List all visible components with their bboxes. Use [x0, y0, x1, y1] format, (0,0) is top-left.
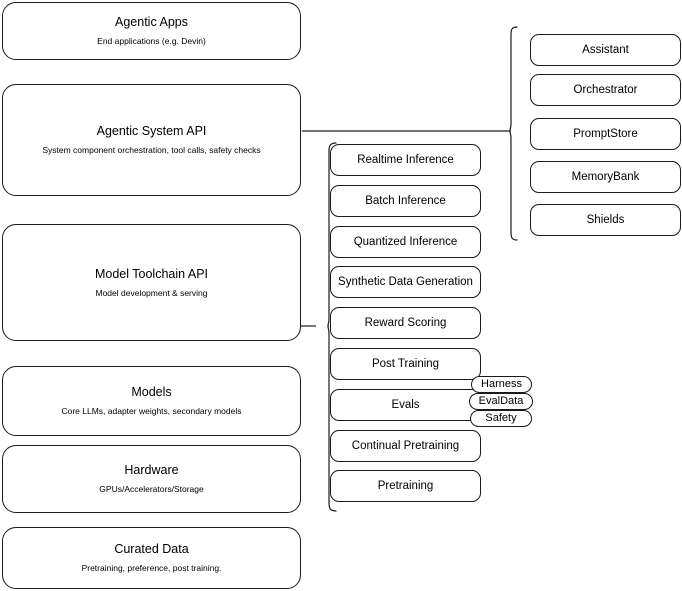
layer-title: Agentic System API — [96, 124, 207, 139]
eval-pill-harness[interactable]: Harness — [471, 376, 532, 393]
capability-continual-pretraining[interactable]: Continual Pretraining — [330, 430, 481, 462]
capability-synthetic-data-generation[interactable]: Synthetic Data Generation — [330, 266, 481, 298]
capability-pretraining[interactable]: Pretraining — [330, 470, 481, 502]
eval-pill-label: EvalData — [478, 395, 524, 407]
capability-label: Quantized Inference — [353, 235, 458, 248]
capability-batch-inference[interactable]: Batch Inference — [330, 185, 481, 217]
system-component-label: Shields — [586, 213, 625, 226]
layer-hardware[interactable]: Hardware GPUs/Accelerators/Storage — [2, 445, 301, 513]
system-component-memorybank[interactable]: MemoryBank — [530, 161, 681, 193]
capability-label: Post Training — [371, 357, 440, 370]
capability-reward-scoring[interactable]: Reward Scoring — [330, 307, 481, 339]
capability-label: Reward Scoring — [364, 316, 447, 329]
layer-models[interactable]: Models Core LLMs, adapter weights, secon… — [2, 366, 301, 436]
system-component-label: Orchestrator — [573, 83, 638, 96]
layer-title: Model Toolchain API — [94, 266, 209, 281]
layer-title: Models — [131, 385, 172, 400]
eval-pill-label: Harness — [481, 378, 522, 390]
eval-pill-evaldata[interactable]: EvalData — [469, 393, 533, 410]
capability-evals[interactable]: Evals — [330, 389, 481, 421]
capability-realtime-inference[interactable]: Realtime Inference — [330, 144, 481, 176]
system-component-assistant[interactable]: Assistant — [530, 34, 681, 66]
layer-model-toolchain-api[interactable]: Model Toolchain API Model development & … — [2, 224, 301, 341]
layer-subtitle: End applications (e.g. Devin) — [97, 36, 206, 46]
capability-label: Synthetic Data Generation — [338, 275, 473, 288]
capability-label: Evals — [391, 398, 420, 411]
layer-subtitle: GPUs/Accelerators/Storage — [99, 484, 204, 494]
eval-pill-safety[interactable]: Safety — [470, 410, 532, 427]
layer-subtitle: Pretraining, preference, post training. — [81, 563, 222, 573]
capability-label: Continual Pretraining — [351, 439, 460, 452]
layer-subtitle: System component orchestration, tool cal… — [42, 145, 261, 155]
layer-subtitle: Model development & serving — [95, 287, 208, 298]
layer-title: Agentic Apps — [115, 15, 188, 30]
system-component-label: MemoryBank — [571, 170, 640, 183]
capability-label: Batch Inference — [365, 194, 446, 207]
layer-agentic-apps[interactable]: Agentic Apps End applications (e.g. Devi… — [2, 2, 301, 60]
layer-subtitle: Core LLMs, adapter weights, secondary mo… — [61, 406, 242, 416]
layer-title: Hardware — [124, 463, 179, 478]
system-component-label: PromptStore — [573, 127, 638, 140]
capability-label: Pretraining — [377, 479, 434, 492]
capability-quantized-inference[interactable]: Quantized Inference — [330, 226, 481, 258]
layer-title: Curated Data — [114, 542, 189, 557]
layer-curated-data[interactable]: Curated Data Pretraining, preference, po… — [2, 527, 301, 589]
capability-post-training[interactable]: Post Training — [330, 348, 481, 380]
capability-label: Realtime Inference — [357, 153, 454, 166]
system-component-promptstore[interactable]: PromptStore — [530, 118, 681, 150]
eval-pill-label: Safety — [485, 412, 517, 424]
system-component-label: Assistant — [582, 43, 629, 56]
system-component-orchestrator[interactable]: Orchestrator — [530, 74, 681, 106]
layer-agentic-system-api[interactable]: Agentic System API System component orch… — [2, 84, 301, 196]
system-component-shields[interactable]: Shields — [530, 204, 681, 236]
